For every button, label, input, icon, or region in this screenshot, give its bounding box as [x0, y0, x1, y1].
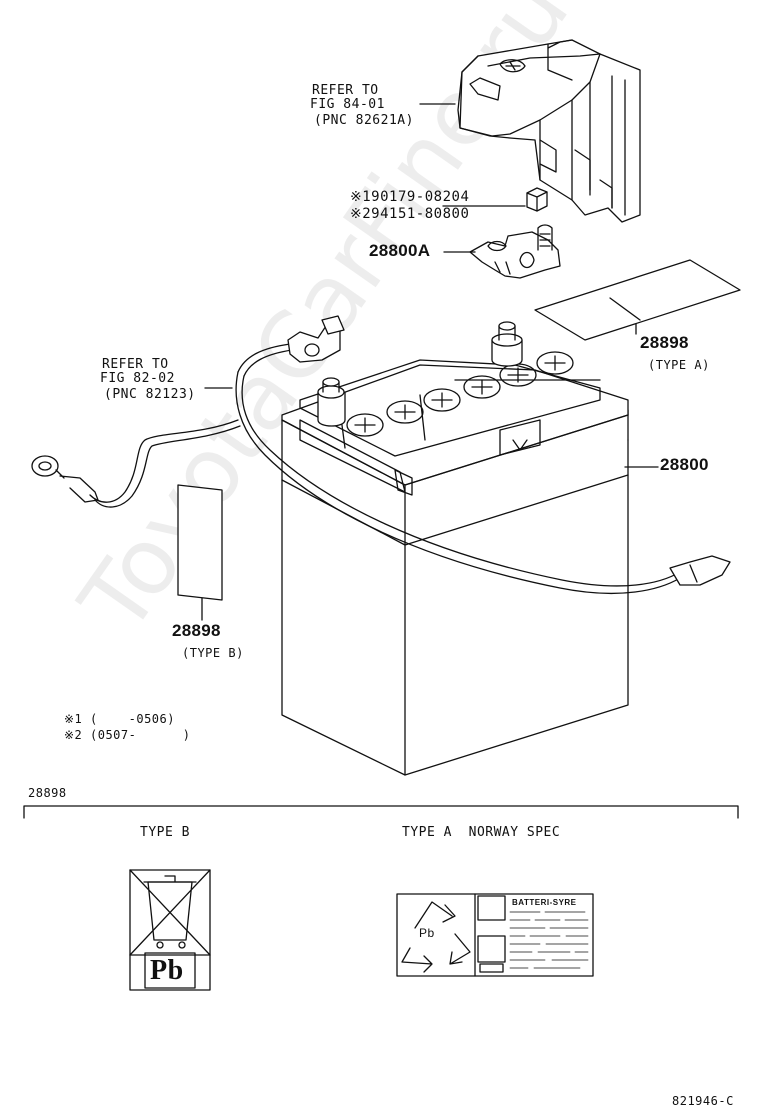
refer-fig-82-02-line1: REFER TO [102, 357, 169, 372]
part-number-28800: 28800 [660, 455, 709, 474]
diagram-code: 821946-C [672, 1094, 734, 1108]
part-number-94151: ※294151-80800 [350, 206, 470, 222]
section-part-code: 28898 [28, 786, 67, 800]
battery-terminal-clamp [469, 224, 561, 279]
type-b-title: TYPE B [140, 825, 190, 840]
refer-fig-82-02-line2: FIG 82-02 [100, 371, 175, 386]
norway-label-header: BATTERI-SYRE [512, 898, 577, 907]
part-number-90179: ※190179-08204 [350, 189, 470, 205]
refer-fig-84-01-line2: FIG 84-01 [310, 97, 385, 112]
note-1-date-range: ※1 ( -0506) [64, 712, 175, 726]
refer-fig-84-01-pnc: (PNC 82621A) [314, 113, 414, 128]
battery-cable [31, 315, 731, 595]
part-number-28898-type-a: 28898 [640, 333, 689, 352]
battery [281, 321, 629, 776]
type-b-annotation: (TYPE B) [182, 646, 244, 660]
part-number-28800a: 28800A [369, 241, 431, 260]
terminal-nut [526, 187, 548, 212]
refer-fig-84-01-line1: REFER TO [312, 83, 379, 98]
recycle-pb-text: Pb [419, 926, 435, 940]
type-b-pb-label [129, 869, 211, 991]
section-bracket [23, 805, 739, 819]
type-b-label-sheet [177, 484, 223, 601]
type-a-annotation: (TYPE A) [648, 358, 710, 372]
refer-fig-82-02-pnc: (PNC 82123) [104, 387, 196, 402]
pb-symbol-text: Pb [150, 955, 184, 986]
part-number-28898-type-b: 28898 [172, 621, 221, 640]
type-a-norway-title: TYPE A NORWAY SPEC [402, 825, 561, 840]
fuse-box-cover [457, 39, 641, 223]
note-2-date-range: ※2 (0507- ) [64, 728, 191, 742]
type-a-label-sheet [534, 259, 741, 341]
type-a-norway-label [396, 893, 594, 977]
